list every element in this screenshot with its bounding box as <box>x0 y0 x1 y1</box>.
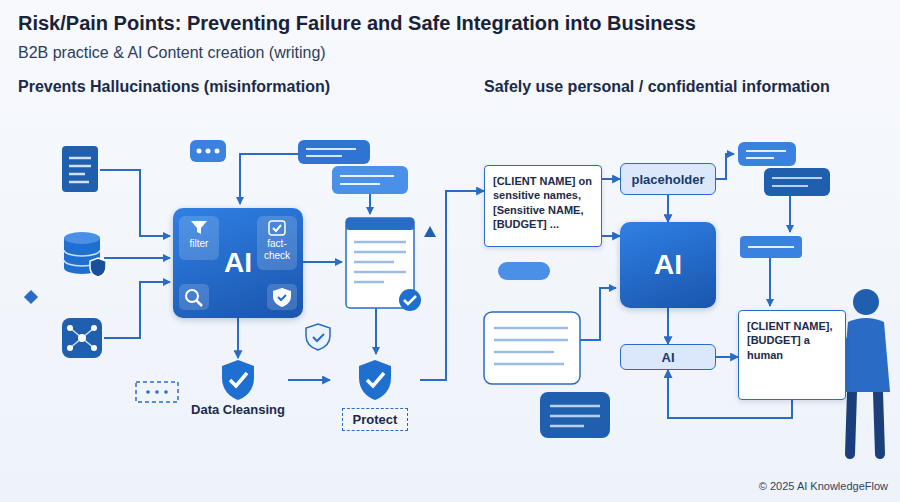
node-text: AI <box>224 247 252 279</box>
ai-engine-box: AI <box>620 222 716 308</box>
shield-icon <box>218 358 258 402</box>
chat-bubbles <box>738 142 830 258</box>
filter-tile: filter <box>179 216 219 260</box>
node-text: AI <box>662 350 675 365</box>
node-text: placeholder <box>632 172 705 187</box>
node-text: Protect <box>342 408 409 431</box>
section-heading: Prevents Hallucinations (misinformation) <box>18 78 330 96</box>
chat-bubble <box>190 140 226 162</box>
document-icon <box>62 146 98 192</box>
chat-bubbles <box>484 312 610 438</box>
ai-box-icons <box>179 284 297 312</box>
ai-engine-box: AI filter fact-check <box>173 208 303 318</box>
placeholder-box: placeholder <box>620 163 716 195</box>
data-cleansing-shield: Data Cleansing <box>188 358 288 422</box>
flow-arrow <box>237 318 239 358</box>
chat-bubbles <box>298 140 408 194</box>
node-text: [CLIENT NAME] on sensitive names, [Sensi… <box>493 174 593 231</box>
section-heading: Safely use personal / confidential infor… <box>484 78 830 96</box>
flow-arrow <box>288 379 330 381</box>
node-text: fact-check <box>258 238 296 262</box>
human-figure <box>842 289 890 454</box>
protect-shield: Protect <box>330 358 420 448</box>
shield-icon <box>306 324 330 350</box>
subtitle: B2B practice & AI Content creation (writ… <box>18 44 326 62</box>
flow-arrow <box>667 308 669 344</box>
pill-bubble <box>498 262 550 280</box>
diamond-mark <box>24 290 38 304</box>
copyright-note: © 2025 AI KnowledgeFlow <box>759 480 888 492</box>
flow-arrow <box>602 235 620 237</box>
shield-icon <box>355 358 395 402</box>
flow-arrow <box>602 178 620 180</box>
node-text: [CLIENT NAME], [BUDGET] a human <box>747 319 837 362</box>
triangle-mark <box>424 226 436 237</box>
output-document <box>346 218 421 311</box>
ai-box: AI <box>620 344 716 370</box>
flow-arrow <box>420 191 484 380</box>
flow-arrow <box>716 356 738 358</box>
filter-icon <box>190 220 208 236</box>
dashed-frame <box>136 382 178 402</box>
fact-check-tile: fact-check <box>257 216 297 270</box>
check-icon <box>268 220 286 236</box>
client-document: [CLIENT NAME] on sensitive names, [Sensi… <box>484 165 602 247</box>
database-icon <box>64 232 106 277</box>
output-document: [CLIENT NAME], [BUDGET] a human <box>738 310 846 400</box>
node-text: filter <box>190 238 209 250</box>
node-text: Data Cleansing <box>191 402 285 417</box>
node-text: AI <box>654 249 682 281</box>
network-icon <box>62 318 102 358</box>
flow-arrow <box>667 195 669 222</box>
title: Risk/Pain Points: Preventing Failure and… <box>18 12 696 35</box>
